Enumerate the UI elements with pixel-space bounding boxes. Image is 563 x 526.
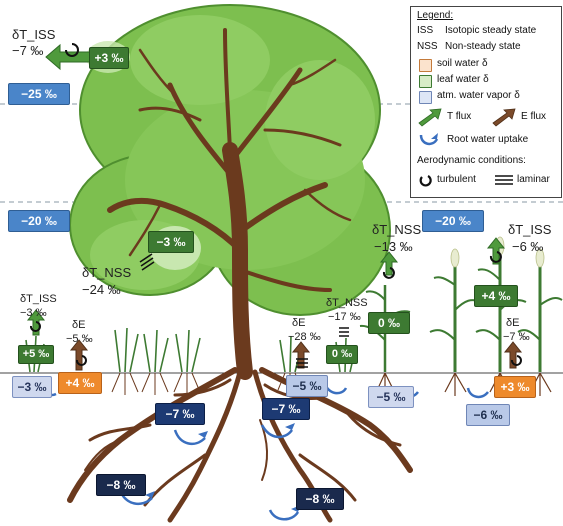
legend-atm: atm. water vapor δ <box>437 90 520 101</box>
soil-left-evap-box: +4 ‰ <box>58 372 102 394</box>
legend-nss-text: Non-steady state <box>445 41 521 52</box>
root-b-box: −7 ‰ <box>262 398 310 420</box>
root-deep-left-box: −8 ‰ <box>96 474 146 496</box>
e-flux-arrows <box>69 339 523 371</box>
laminar-icon <box>495 175 513 185</box>
legend-aero-title: Aerodynamic conditions: <box>417 155 526 166</box>
grass-e-value: −5 ‰ <box>66 333 93 345</box>
e-flux-icon <box>492 108 516 127</box>
tree-top-t-iss-value: −7 ‰ <box>12 43 44 58</box>
soil-mid-box: −5 ‰ <box>286 375 328 397</box>
tree-trunk <box>107 28 352 380</box>
atm-upper-box: −25 ‰ <box>8 83 70 105</box>
leaf-water-swatch <box>419 75 432 88</box>
atm-right-box: −20 ‰ <box>422 210 484 232</box>
root-deep-right-box: −8 ‰ <box>296 488 344 510</box>
plant-leaf-box: 0 ‰ <box>368 312 410 334</box>
mid-e-value: −28 ‰ <box>288 331 321 343</box>
maize-t-iss-value: −6 ‰ <box>512 239 544 254</box>
legend-e-flux: E flux <box>521 111 547 122</box>
grass-leaf-box: +5 ‰ <box>18 345 54 364</box>
atm-vapor-swatch <box>419 91 432 104</box>
tree-top-t-iss-symbol: δT_ISS <box>12 27 56 42</box>
legend-soil: soil water δ <box>437 58 488 69</box>
legend-turbulent: turbulent <box>437 174 476 185</box>
plant-t-nss-symbol: δT_NSS <box>372 222 422 237</box>
soil-water-swatch <box>419 59 432 72</box>
legend-iss-text: Isotopic steady state <box>445 25 537 36</box>
legend-root-uptake: Root water uptake <box>447 134 529 145</box>
legend: Legend: ISS Isotopic steady state NSS No… <box>410 6 562 198</box>
mid-e-symbol: δE <box>292 317 306 329</box>
soil-right-box: −6 ‰ <box>466 404 510 426</box>
mid-leaf-box: 0 ‰ <box>326 345 358 364</box>
turbulent-symbols <box>30 43 522 366</box>
maize-e-symbol: δE <box>506 317 520 329</box>
mid-t-nss-symbol: δT_NSS <box>326 297 368 309</box>
maize-e-value: −7 ‰ <box>503 331 530 343</box>
legend-t-flux: T flux <box>447 111 472 122</box>
maize-t-iss-symbol: δT_ISS <box>508 222 552 237</box>
root-a-box: −7 ‰ <box>155 403 205 425</box>
tree-mid-t-nss-symbol: δT_NSS <box>82 265 132 280</box>
grass-e-symbol: δE <box>72 319 86 331</box>
t-flux-arrows <box>26 43 506 336</box>
turbulent-icon <box>419 175 432 187</box>
root-uptake-icon <box>419 133 439 146</box>
mid-t-nss-value: −17 ‰ <box>328 311 361 323</box>
tree-mid-leaf-box: −3 ‰ <box>148 231 194 253</box>
legend-title: Legend: <box>417 10 454 21</box>
legend-laminar: laminar <box>517 174 550 185</box>
plant-soil-box: −5 ‰ <box>368 386 414 408</box>
maize-plants <box>429 250 563 372</box>
tree-roots <box>67 367 413 523</box>
t-flux-icon <box>418 108 442 127</box>
legend-leaf: leaf water δ <box>437 74 489 85</box>
legend-iss-abbr: ISS <box>417 25 434 36</box>
grass-t-iss-value: −3 ‰ <box>20 307 47 319</box>
legend-nss-abbr: NSS <box>417 41 438 52</box>
grass-t-iss-symbol: δT_ISS <box>20 293 57 305</box>
maize-leaf-box: +4 ‰ <box>474 285 518 307</box>
maize-evap-box: +3 ‰ <box>494 376 536 398</box>
soil-left-box: −3 ‰ <box>12 376 52 398</box>
plant-t-nss-value: −13 ‰ <box>374 239 413 254</box>
laminar-symbols <box>139 253 349 368</box>
atm-left-box: −20 ‰ <box>8 210 70 232</box>
tree-top-leaf-box: +3 ‰ <box>89 47 129 69</box>
tree-mid-t-nss-value: −24 ‰ <box>82 282 121 297</box>
